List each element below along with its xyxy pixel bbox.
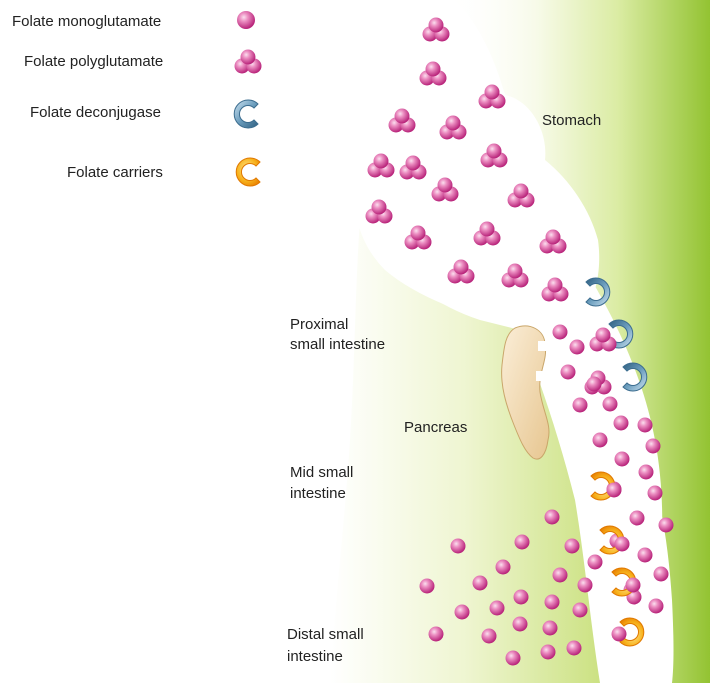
monoglutamate-particle — [496, 560, 511, 575]
monoglutamate-particle — [615, 452, 630, 467]
monoglutamate-particle — [490, 601, 505, 616]
monoglutamate-particle — [646, 439, 661, 454]
polyglutamate-bead — [487, 144, 502, 159]
monoglutamate-particle — [578, 578, 593, 593]
monoglutamate-particle — [573, 398, 588, 413]
monoglutamate-particle — [429, 627, 444, 642]
monoglutamate-particle — [570, 340, 585, 355]
polyglutamate-bead — [548, 278, 563, 293]
monoglutamate-particle — [603, 397, 618, 412]
label-proximal-line1: Proximal — [290, 316, 348, 334]
polyglutamate-bead — [485, 85, 500, 100]
label-distal-line1: Distal small — [287, 626, 364, 644]
legend-label-carriers: Folate carriers — [67, 164, 163, 182]
monoglutamate-particle — [451, 539, 466, 554]
polyglutamate-bead — [446, 116, 461, 131]
monoglutamate-particle — [587, 377, 602, 392]
label-mid-line1: Mid small — [290, 464, 353, 482]
legend-label-monoglutamate: Folate monoglutamate — [12, 13, 161, 31]
deconjugase-icon-shape — [234, 100, 258, 128]
monoglutamate-particle — [482, 629, 497, 644]
label-mid-line2: intestine — [290, 485, 346, 503]
monoglutamate-particle — [588, 555, 603, 570]
polyglutamate-bead — [411, 226, 426, 241]
deconjugase-enzyme-shape — [623, 363, 647, 391]
monoglutamate-particle — [545, 510, 560, 525]
monoglutamate-particle — [648, 486, 663, 501]
monoglutamate-particle — [573, 603, 588, 618]
monoglutamate-particle — [513, 617, 528, 632]
polyglutamate-bead — [372, 200, 387, 215]
label-proximal-line2: small intestine — [290, 336, 385, 354]
legend-label-polyglutamate: Folate polyglutamate — [24, 53, 163, 71]
monoglutamate-particle — [659, 518, 674, 533]
polyglutamate-bead — [514, 184, 529, 199]
carrier-icon — [236, 158, 260, 186]
polyglutamate-bead — [508, 264, 523, 279]
monoglutamate-particle — [420, 579, 435, 594]
monoglutamate-particle — [639, 465, 654, 480]
polyglutamate-bead — [429, 18, 444, 33]
monoglutamate-particle — [638, 548, 653, 563]
polyglutamate-bead — [438, 178, 453, 193]
polyglutamate-bead — [395, 109, 410, 124]
monoglutamate-particle — [545, 595, 560, 610]
monoglutamate-particle — [541, 645, 556, 660]
monoglutamate-particle — [630, 511, 645, 526]
monoglutamate-particle — [561, 365, 576, 380]
label-distal-line2: intestine — [287, 648, 343, 666]
monoglutamate-particle — [514, 590, 529, 605]
monoglutamate-particle — [553, 568, 568, 583]
deconjugase-enzyme — [623, 363, 647, 391]
monoglutamate-particle — [654, 567, 669, 582]
polyglutamate-cluster — [590, 328, 617, 352]
monoglutamate-particle — [638, 418, 653, 433]
monoglutamate-particle — [649, 599, 664, 614]
polyglutamate-bead — [241, 50, 256, 65]
monoglutamate-particle — [593, 433, 608, 448]
carrier-icon-shape — [236, 158, 260, 186]
monoglutamate-particle — [543, 621, 558, 636]
monoglutamate-particle — [455, 605, 470, 620]
monoglutamate-particle — [614, 416, 629, 431]
label-stomach: Stomach — [542, 112, 601, 130]
monoglutamate-particle — [607, 483, 622, 498]
monoglutamate-particle — [565, 539, 580, 554]
polyglutamate-bead — [546, 230, 561, 245]
monoglutamate-particle — [567, 641, 582, 656]
pancreatic-duct-upper — [538, 341, 572, 351]
legend-label-deconjugase: Folate deconjugase — [30, 104, 161, 122]
polyglutamate-bead — [480, 222, 495, 237]
monoglutamate-particle — [612, 627, 627, 642]
monoglutamate-particle — [515, 535, 530, 550]
polyglutamate-bead — [374, 154, 389, 169]
monoglutamate-particle — [473, 576, 488, 591]
label-pancreas: Pancreas — [404, 419, 467, 437]
polyglutamate-bead — [454, 260, 469, 275]
monoglutamate-particle — [553, 325, 568, 340]
monoglutamate-particle — [626, 578, 641, 593]
polyglutamate-icon — [235, 50, 262, 74]
polyglutamate-bead — [426, 62, 441, 77]
monoglutamate-particle — [506, 651, 521, 666]
polyglutamate-bead — [596, 328, 611, 343]
monoglutamate-particle — [615, 537, 630, 552]
deconjugase-icon — [234, 100, 258, 128]
monoglutamate-icon — [237, 11, 255, 29]
polyglutamate-bead — [406, 156, 421, 171]
